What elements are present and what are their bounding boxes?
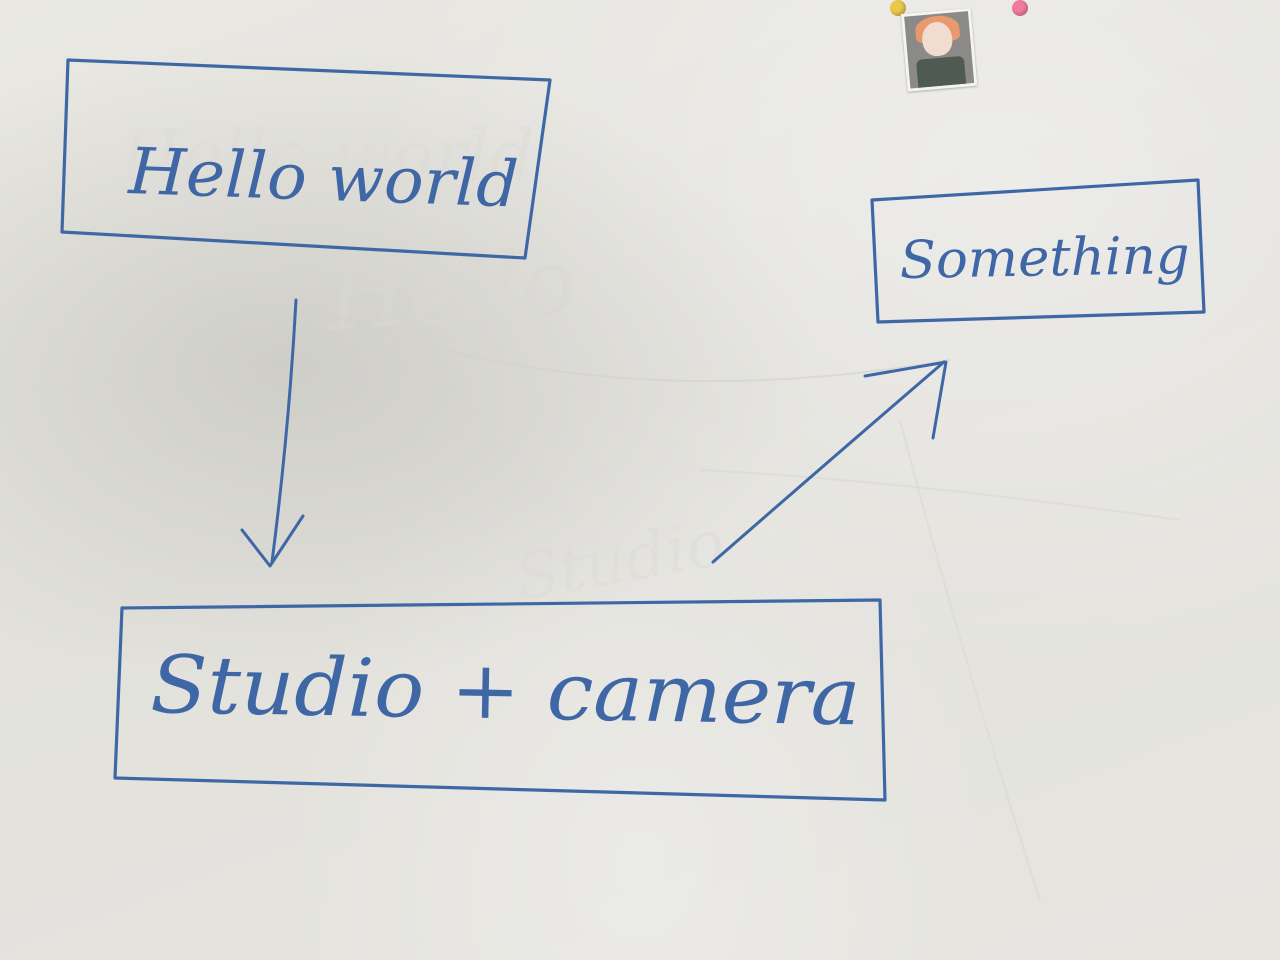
node-studio-camera-box: [113, 598, 887, 802]
edge-studio-to-something: [711, 360, 948, 564]
node-something[interactable]: Something: [870, 178, 1206, 324]
node-hello-world[interactable]: Hello world: [60, 58, 552, 260]
edge-studio-to-something-line: [711, 360, 946, 564]
node-studio-camera[interactable]: Studio + camera: [113, 598, 887, 802]
node-hello-world-label: Hello world: [126, 135, 519, 223]
yellow-pushpin-icon: [890, 0, 906, 16]
arrowhead-down-icon: [240, 514, 305, 568]
node-something-label: Something: [899, 226, 1190, 291]
pink-pushpin-icon: [1012, 0, 1028, 16]
arrowhead-up-right-icon: [863, 360, 948, 440]
node-something-box: [870, 178, 1206, 324]
node-studio-camera-label: Studio + camera: [150, 638, 862, 743]
node-hello-world-box: [60, 58, 552, 260]
edge-hello-to-studio-line: [270, 298, 298, 564]
edge-hello-to-studio: [240, 298, 305, 568]
